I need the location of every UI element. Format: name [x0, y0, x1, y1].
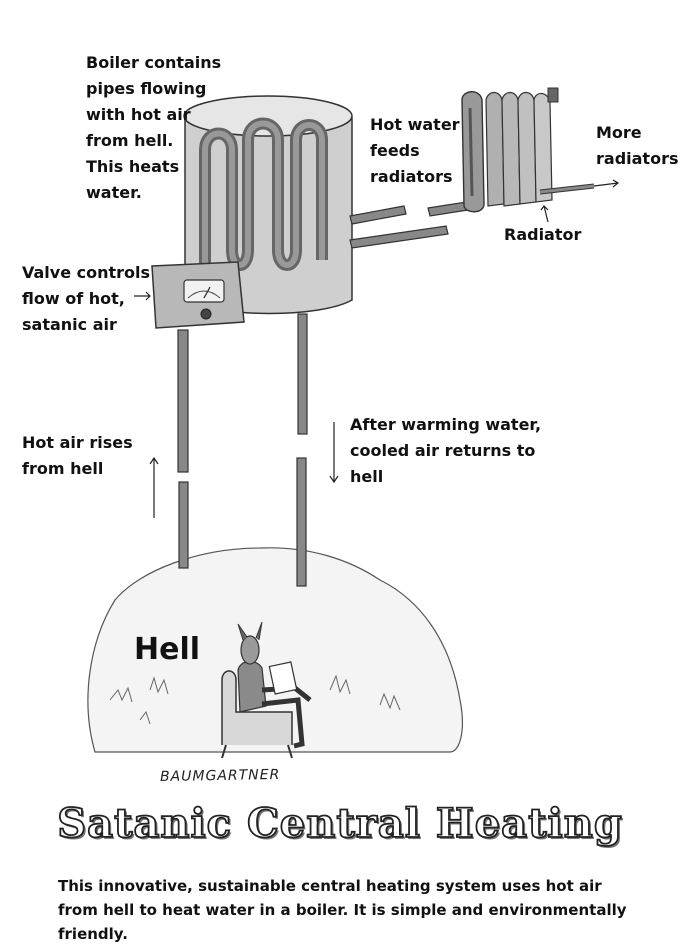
cartoon-title: Satanic Central Heating [56, 799, 623, 848]
hot-air-rises-label: Hot air rises from hell [22, 433, 133, 478]
radiator [461, 87, 595, 213]
artist-signature: BAUMGARTNER [159, 766, 281, 786]
hot-water-label: Hot water feeds radiators [370, 115, 460, 186]
cooled-air-returns-label: After warming water, cooled air returns … [350, 415, 542, 486]
annotation-arrows [134, 179, 620, 518]
more-radiators-label: More radiators [596, 123, 679, 168]
valve-box [151, 261, 245, 329]
radiator-label: Radiator [504, 225, 582, 244]
hell-mound [87, 547, 463, 753]
devil-figure [221, 621, 312, 759]
hell-label: Hell [134, 632, 201, 667]
hot-water-pipes [349, 201, 469, 249]
hell-pipes [177, 313, 308, 587]
boiler-label: Boiler contains pipes flowing with hot a… [86, 53, 222, 202]
cartoon-caption: This innovative, sustainable central hea… [58, 877, 627, 943]
valve-label: Valve controls flow of hot, satanic air [22, 263, 151, 334]
